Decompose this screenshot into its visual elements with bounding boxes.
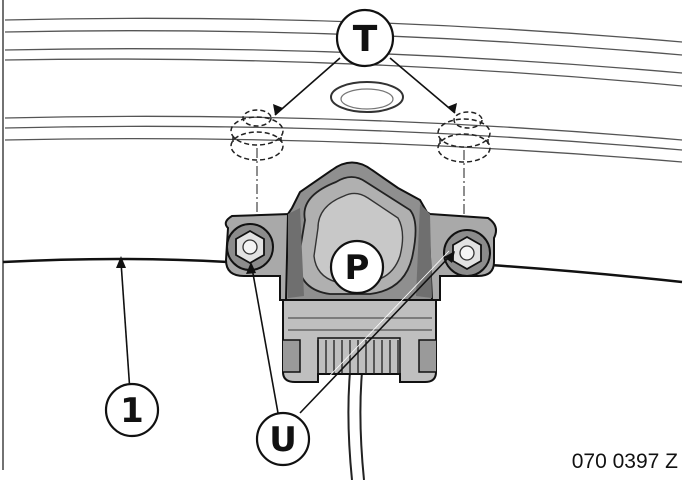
hidden-nut-left bbox=[230, 109, 284, 161]
callout-1: 1 bbox=[104, 382, 160, 438]
callout-u: U bbox=[255, 411, 311, 467]
leader-lines bbox=[120, 57, 456, 414]
sensor-body bbox=[224, 161, 497, 383]
callout-p: P bbox=[329, 239, 385, 295]
mounting-nut-left bbox=[226, 223, 274, 271]
callout-t-label: T bbox=[353, 19, 378, 60]
centerlines bbox=[256, 148, 465, 220]
arrowheads bbox=[116, 103, 457, 274]
reference-number: 070 0397 Z bbox=[572, 450, 678, 473]
hidden-nut-right bbox=[437, 111, 491, 163]
cable bbox=[347, 371, 365, 480]
callout-t: T bbox=[335, 8, 395, 68]
callout-p-label: P bbox=[345, 248, 370, 288]
callout-u-label: U bbox=[269, 420, 297, 460]
bumper-edge bbox=[2, 257, 683, 284]
mounting-nut-right bbox=[443, 229, 491, 277]
oval-opening bbox=[330, 81, 404, 113]
callout-1-label: 1 bbox=[120, 391, 144, 431]
